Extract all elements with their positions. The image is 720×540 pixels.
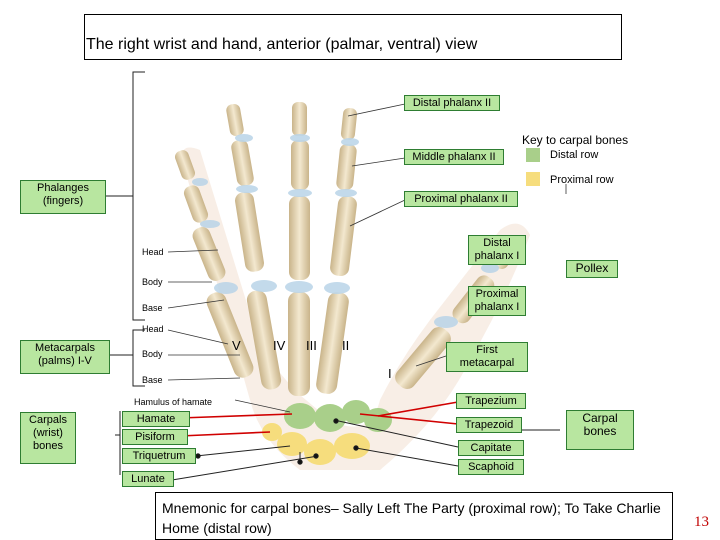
- trapezoid-label: Trapezoid: [456, 417, 522, 433]
- carpals-label: Carpals (wrist) bones: [20, 412, 76, 464]
- proximal-row-pisiform: [262, 423, 282, 441]
- distal-row-trapezium: [364, 408, 392, 432]
- title-frame: [84, 14, 622, 60]
- distal-row-swatch: [526, 148, 540, 162]
- proximal-row-scaphoid: [334, 433, 370, 459]
- metacarpal-ii-numeral: II: [342, 338, 350, 353]
- metacarpal-iii-numeral: III: [306, 338, 317, 353]
- lunate-label: Lunate: [122, 471, 174, 487]
- metacarpal-iv-numeral: IV: [273, 338, 286, 353]
- proximal-phalanx-ii-label: Proximal phalanx II: [404, 191, 518, 207]
- key-title: Key to carpal bones: [522, 133, 629, 147]
- metacarpal-v-numeral: V: [232, 338, 241, 353]
- scaphoid-label: Scaphoid: [458, 459, 524, 475]
- carpal-bones-label: Carpal bones: [566, 410, 634, 450]
- page-title: The right wrist and hand, anterior (palm…: [86, 36, 478, 53]
- body-label-lower: Body: [142, 349, 163, 359]
- phalanges-label: Phalanges (fingers): [20, 180, 106, 214]
- distal-row-trapezoid: [342, 400, 370, 424]
- proximal-row-key-label: Proximal row: [550, 174, 614, 186]
- base-label-upper: Base: [142, 303, 163, 313]
- first-metacarpal-label: First metacarpal: [446, 342, 528, 372]
- carpal-pointers: [171, 418, 560, 481]
- distal-row-hamate: [284, 403, 316, 429]
- hamulus-label: Hamulus of hamate: [134, 397, 213, 407]
- distal-row-capitate: [314, 404, 346, 432]
- trapezium-label: Trapezium: [456, 393, 526, 409]
- proximal-row-triquetrum: [277, 432, 307, 456]
- mnemonic-text: Mnemonic for carpal bones– Sally Left Th…: [162, 500, 661, 536]
- carpal-arrows: [179, 401, 459, 437]
- body-label-upper: Body: [142, 277, 163, 287]
- proximal-row-lunate: [304, 439, 336, 465]
- base-label-lower: Base: [142, 375, 163, 385]
- pisiform-label: Pisiform: [122, 429, 188, 445]
- hamate-label: Hamate: [122, 411, 190, 427]
- middle-phalanx-ii-label: Middle phalanx II: [404, 149, 504, 165]
- head-label-upper: Head: [142, 247, 164, 257]
- bracket-lines: [105, 71, 145, 475]
- joint-cartilage: [192, 134, 499, 328]
- finger-iii-bones: [288, 102, 310, 396]
- page-number: 13: [694, 514, 709, 530]
- head-label-lower: Head: [142, 324, 164, 334]
- pollex-label: Pollex: [566, 260, 618, 278]
- finger-v-bones: [174, 150, 254, 378]
- metacarpal-i-numeral: I: [388, 366, 392, 381]
- proximal-phalanx-i-label: Proximal phalanx I: [468, 286, 526, 316]
- proximal-row-swatch: [526, 172, 540, 186]
- triquetrum-label: Triquetrum: [122, 448, 196, 464]
- distal-row-key-label: Distal row: [550, 149, 599, 161]
- distal-phalanx-ii-label: Distal phalanx II: [404, 95, 500, 111]
- distal-phalanx-i-label: Distal phalanx I: [468, 235, 526, 265]
- metacarpals-label: Metacarpals (palms) I-V: [20, 340, 110, 374]
- capitate-label: Capitate: [458, 440, 524, 456]
- finger-ii-bones: [316, 107, 358, 394]
- finger-iv-bones: [226, 103, 282, 390]
